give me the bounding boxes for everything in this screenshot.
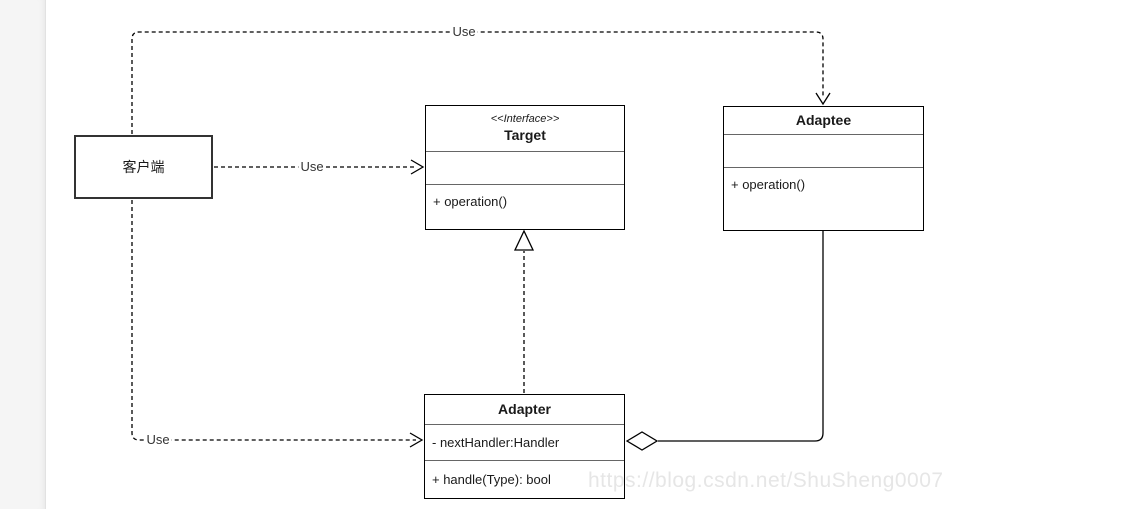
class-adapter-header: Adapter bbox=[425, 395, 624, 425]
class-adapter-attributes: - nextHandler:Handler bbox=[425, 425, 624, 461]
open-arrowhead-icon bbox=[815, 92, 831, 106]
edge-adapter-aggregates-adaptee bbox=[625, 231, 824, 451]
operation-item: + operation() bbox=[731, 177, 806, 192]
class-client-name: 客户端 bbox=[122, 159, 165, 175]
class-adaptee-header: Adaptee bbox=[724, 107, 923, 135]
edge-label-use-top: Use bbox=[450, 23, 478, 40]
class-client: 客户端 bbox=[74, 135, 213, 199]
class-adapter-operations: + handle(Type): bool bbox=[425, 461, 624, 498]
class-target: <<Interface>> Target + operation() bbox=[425, 105, 625, 230]
edge-label-use-bottom: Use bbox=[144, 431, 172, 448]
attribute-item: - nextHandler:Handler bbox=[432, 435, 560, 450]
class-target-name: Target bbox=[504, 126, 546, 143]
class-adapter: Adapter - nextHandler:Handler + handle(T… bbox=[424, 394, 625, 499]
operation-item: + handle(Type): bool bbox=[432, 472, 551, 487]
class-target-header: <<Interface>> Target bbox=[426, 106, 624, 152]
class-adaptee-operations: + operation() bbox=[724, 168, 923, 230]
class-adaptee-name: Adaptee bbox=[795, 111, 852, 128]
edge-adapter-implements-target bbox=[513, 229, 535, 393]
open-arrowhead-icon bbox=[409, 432, 424, 448]
class-adapter-name: Adapter bbox=[498, 400, 551, 417]
class-adaptee-attributes-empty bbox=[724, 135, 923, 168]
class-target-operations: + operation() bbox=[426, 185, 624, 229]
hollow-triangle-icon bbox=[513, 229, 535, 251]
watermark-text: https://blog.csdn.net/ShuSheng0007 bbox=[588, 469, 944, 492]
edge-label-use-middle: Use bbox=[298, 158, 326, 175]
class-target-attributes-empty bbox=[426, 152, 624, 185]
edge-client-to-adapter bbox=[131, 200, 424, 448]
class-adaptee: Adaptee + operation() bbox=[723, 106, 924, 231]
hollow-diamond-icon bbox=[625, 431, 659, 451]
class-target-stereotype: <<Interface>> bbox=[490, 112, 560, 125]
operation-item: + operation() bbox=[433, 194, 508, 209]
open-arrowhead-icon bbox=[410, 159, 425, 175]
page-gutter bbox=[0, 0, 46, 509]
